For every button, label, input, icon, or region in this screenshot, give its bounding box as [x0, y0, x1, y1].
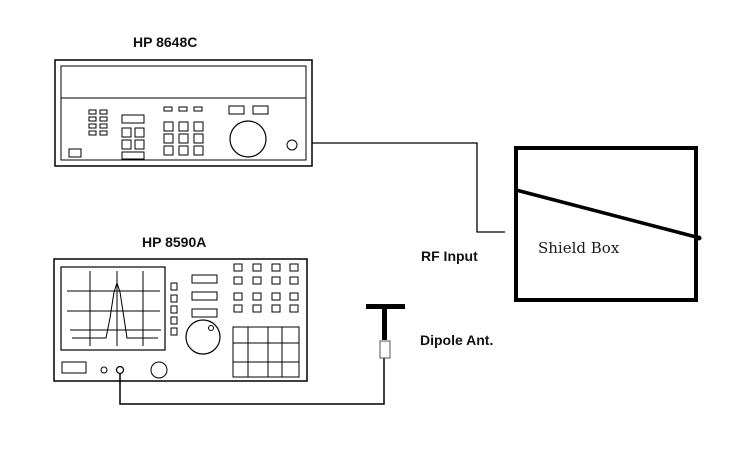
analyzer-screen	[60, 266, 166, 351]
generator-small-button-grid	[88, 109, 108, 136]
spectrum-analyzer	[53, 258, 308, 382]
analyzer-knob-grip-icon	[208, 325, 214, 331]
antenna-cable	[119, 358, 385, 405]
analyzer-rf-input-connector-icon	[115, 365, 125, 375]
antenna-balun-connector	[379, 340, 391, 359]
generator-rf-output-connector-icon	[286, 139, 298, 151]
shield-box-enclosure	[514, 146, 698, 302]
shield-box-wire-terminal-icon	[696, 235, 702, 241]
analyzer-outer-frame	[53, 258, 308, 382]
generator-function-button	[252, 105, 269, 115]
rf-input-cable	[312, 142, 505, 233]
signal-generator	[54, 59, 313, 167]
generator-tuning-knob-icon	[229, 120, 267, 158]
analyzer-softkeys	[170, 282, 178, 336]
analyzer-keypad	[233, 263, 299, 313]
analyzer-numeric-pad	[232, 326, 300, 378]
analyzer-spectrum-trace	[72, 281, 158, 339]
antenna-label: Dipole Ant.	[420, 332, 493, 348]
spectrum-analyzer-label: HP 8590A	[142, 234, 206, 250]
shield-box	[514, 146, 702, 302]
generator-function-button	[228, 105, 245, 115]
analyzer-volume-knob-icon	[150, 361, 168, 379]
generator-power-button	[68, 148, 82, 158]
analyzer-connector-icon	[100, 366, 108, 374]
analyzer-tuning-knob-icon	[185, 319, 221, 355]
antenna-element-icon	[366, 304, 405, 309]
shield-box-internal-wire	[515, 188, 701, 240]
generator-keypad-main	[163, 106, 204, 156]
antenna-mast	[382, 309, 387, 340]
generator-outer-frame	[54, 59, 313, 167]
dipole-antenna	[366, 304, 405, 359]
generator-inner-frame	[60, 65, 307, 161]
generator-keypad-left	[121, 114, 145, 160]
analyzer-screen-grid	[67, 271, 161, 346]
rf-input-label: RF Input	[421, 248, 478, 264]
analyzer-power-button	[61, 361, 87, 374]
signal-generator-label: HP 8648C	[133, 34, 197, 50]
shield-box-label: Shield Box	[538, 239, 620, 257]
analyzer-wide-buttons	[191, 274, 218, 318]
